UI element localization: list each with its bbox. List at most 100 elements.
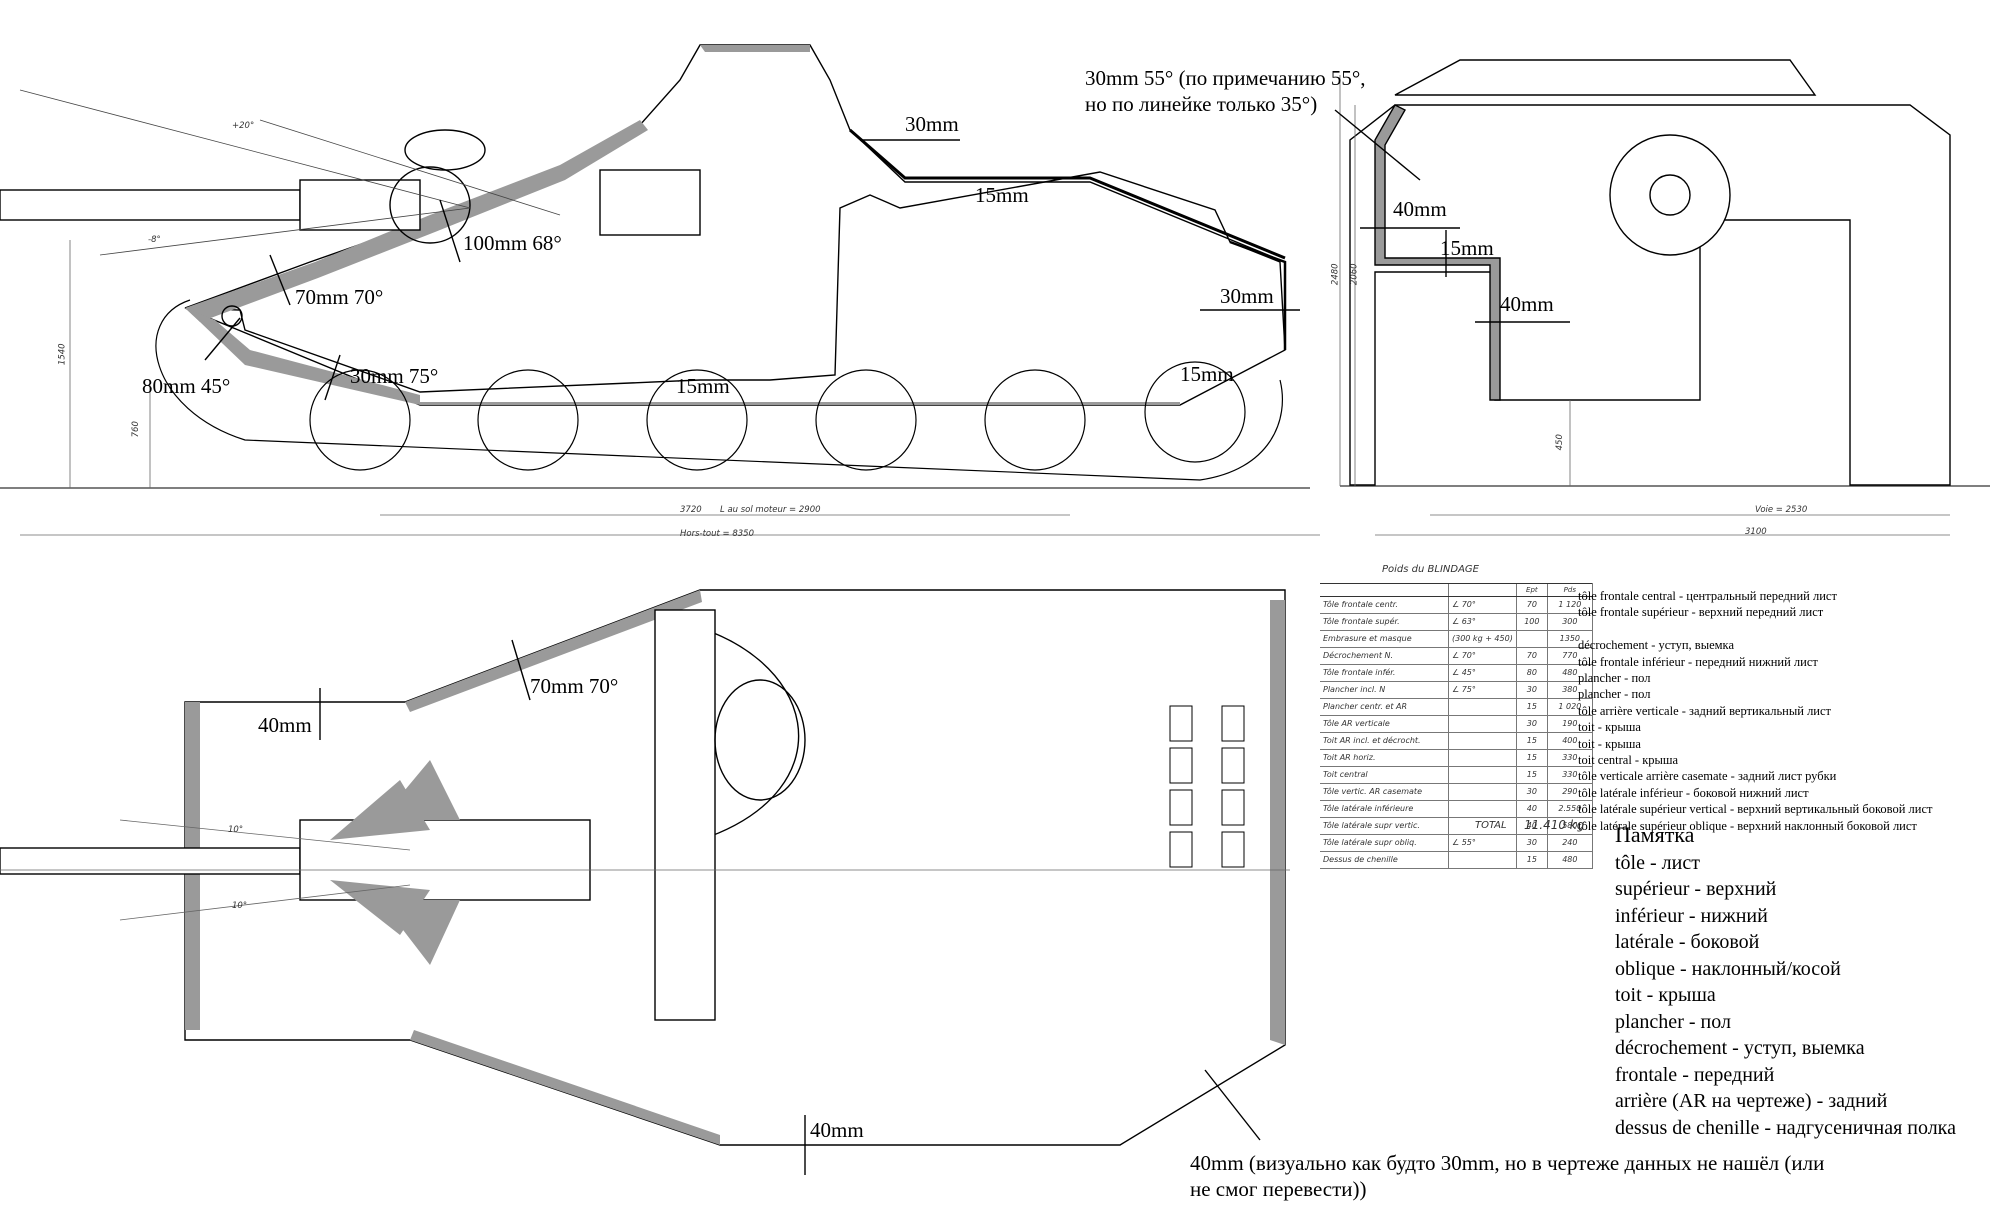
- leader-top-glacis: [511, 639, 531, 701]
- label-side-lower-30: 30mm 75°: [350, 364, 439, 388]
- top-turret-hatch: [714, 679, 806, 801]
- label-side-rear-30: 30mm: [1220, 284, 1274, 308]
- weights-cell-pds: 1 020: [1546, 698, 1593, 716]
- weights-row-annotation: toit - крыша: [1578, 736, 1641, 751]
- front-gun-mantlet: [1609, 134, 1731, 256]
- road-wheel: [815, 369, 917, 471]
- side-ground-contact: 3720: [680, 505, 702, 515]
- weights-row-annotation: tôle frontale supérieur - верхний передн…: [1578, 605, 1824, 620]
- side-lower-front-armor: [185, 308, 420, 405]
- weights-row-annotation: tôle latérale supérieur vertical - верхн…: [1578, 802, 1933, 817]
- weights-row-annotation: décrochement - уступ, выемка: [1578, 638, 1734, 653]
- weights-cell-name: Dessus de chenille: [1320, 851, 1449, 869]
- weights-row-annotation: tôle latérale inférieur - боковой нижний…: [1578, 785, 1809, 800]
- weights-cell-angle: [1448, 800, 1517, 818]
- top-note-40mm: 40mm (визуально как будто 30mm, но в чер…: [1190, 1151, 1825, 1201]
- label-top-side-40: 40mm: [258, 713, 312, 737]
- side-track-outline: [155, 299, 1284, 481]
- weights-row-annotation: tôle frontale central - центральный пере…: [1578, 589, 1837, 603]
- weights-cell-ept: 15: [1515, 766, 1548, 784]
- label-side-floor-15: 15mm: [676, 374, 730, 398]
- side-gun-barrel: [0, 189, 301, 221]
- weights-table-title: Poids du BLINDAGE: [1382, 564, 1479, 575]
- side-length-total: Hors-tout = 8350: [680, 529, 754, 539]
- weights-table-header: Ept Pds: [1320, 583, 1593, 597]
- weights-cell-name: Tôle AR verticale: [1320, 715, 1449, 733]
- weights-cell-pds: 240: [1546, 834, 1593, 852]
- weights-cell-name: Toit central: [1320, 766, 1449, 784]
- weights-cell-angle: [1448, 749, 1517, 767]
- weights-cell-name: Tôle frontale infér.: [1320, 664, 1449, 682]
- weights-cell-name: Tôle latérale supr vertic.: [1320, 817, 1449, 835]
- hatch-panel: [1169, 831, 1193, 868]
- label-side-nose-80: 80mm 45°: [142, 374, 231, 398]
- leader-glacis: [269, 254, 291, 306]
- label-side-roof-30: 30mm: [905, 112, 959, 136]
- glossary-item: latérale - боковой: [1615, 931, 1760, 953]
- weights-cell-pds: 1 120: [1546, 596, 1593, 614]
- leader-nose: [204, 317, 241, 361]
- weights-row-annotation: plancher - пол: [1578, 687, 1651, 702]
- weights-cell-name: Tôle frontale supér.: [1320, 613, 1449, 631]
- hatch-panel: [1169, 747, 1193, 784]
- side-hull-outline: [184, 171, 1286, 406]
- weights-row-annotation: tôle frontale inférieur - передний нижни…: [1578, 654, 1818, 669]
- weights-cell-ept: 40: [1515, 817, 1548, 835]
- front-width-total: 3100: [1745, 527, 1767, 537]
- hatch-panel: [1221, 747, 1245, 784]
- glossary-item: tôle - лист: [1615, 851, 1700, 874]
- weights-total-label: TOTAL: [1475, 820, 1507, 831]
- side-elev-down-mark: -8°: [148, 235, 161, 245]
- weights-cell-ept: 30: [1515, 834, 1548, 852]
- weights-cell-angle: (300 kg + 450): [1448, 630, 1517, 648]
- weights-cell-ept: 80: [1515, 664, 1548, 682]
- road-wheel: [984, 369, 1086, 471]
- hatch-panel: [1221, 705, 1245, 742]
- label-side-glacis-70: 70mm 70°: [295, 285, 384, 309]
- front-gun-bore: [1649, 174, 1691, 216]
- side-elevation-line-up: [19, 89, 471, 209]
- side-floor-armor: [420, 402, 1180, 405]
- front-side-armor: [1374, 104, 1501, 401]
- weights-cell-pds: 300: [1546, 613, 1593, 631]
- weights-cell-ept: 15: [1515, 698, 1548, 716]
- weights-row-annotation: tôle arrière verticale - задний вертикал…: [1578, 703, 1832, 718]
- weights-cell-pds: 400: [1546, 732, 1593, 750]
- label-side-mantlet-100: 100mm 68°: [463, 231, 562, 255]
- weights-header-cell: [1320, 583, 1449, 597]
- weights-cell-pds: 770: [1546, 647, 1593, 665]
- glossary-item: décrochement - уступ, выемка: [1615, 1037, 1865, 1059]
- leader-front-note: [1334, 109, 1421, 181]
- label-front-side-40-upper: 40mm: [1393, 197, 1447, 221]
- top-traverse-down-mark: 10°: [232, 901, 248, 911]
- weights-cell-angle: [1448, 766, 1517, 784]
- front-turret-outline: [1394, 59, 1817, 96]
- side-mantlet-ball: [389, 166, 471, 244]
- side-rear-plate: [1229, 240, 1287, 350]
- label-side-top-15: 15mm: [975, 183, 1029, 207]
- weights-cell-ept: 30: [1515, 715, 1548, 733]
- side-elevation-line-down: [99, 207, 471, 256]
- weights-cell-angle: ∠ 63°: [1448, 613, 1517, 631]
- side-roof-armor: [700, 45, 810, 52]
- road-wheel: [309, 369, 411, 471]
- glossary-item: inférieur - нижний: [1615, 904, 1768, 927]
- leader-mantlet: [439, 199, 461, 263]
- weights-row-annotation: tôle verticale arrière casemate - задний…: [1578, 769, 1837, 784]
- weights-header-cell: [1448, 583, 1517, 597]
- side-gun-breech: [599, 169, 701, 236]
- top-traverse-up-mark: 10°: [228, 825, 244, 835]
- glossary-item: frontale - передний: [1615, 1063, 1775, 1086]
- weights-cell-pds: 580: [1546, 817, 1593, 835]
- weights-cell-pds: 480: [1546, 851, 1593, 869]
